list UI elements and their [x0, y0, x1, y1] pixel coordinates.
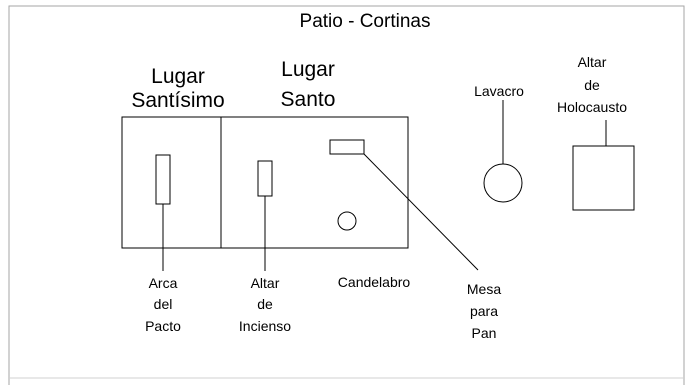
lampstand-shape: [337, 211, 357, 231]
incense-altar-label-line2: de: [257, 296, 273, 312]
court-title: Patio - Cortinas: [300, 11, 431, 32]
holy-label-line1: Lugar: [281, 58, 335, 81]
burnt-altar-shape: [572, 145, 635, 211]
lampstand-label: Candelabro: [338, 274, 411, 290]
burnt-altar-label-line3: Holocausto: [557, 99, 627, 115]
court-frame: [8, 5, 685, 385]
incense-altar-shape: [257, 160, 273, 197]
incense-altar-label-line3: Incienso: [239, 318, 291, 334]
ark-shape: [155, 154, 171, 205]
holiest-label-line1: Lugar: [151, 65, 205, 88]
bread-table-label-line1: Mesa: [467, 281, 501, 297]
bread-table-leader: [363, 153, 479, 271]
burnt-altar-label-line1: Altar: [578, 54, 607, 70]
laver-label: Lavacro: [474, 83, 524, 99]
ark-label-line3: Pacto: [145, 318, 181, 334]
holiest-label-line2: Santísimo: [131, 89, 224, 112]
bread-table-label-line2: para: [470, 303, 498, 319]
ark-label-line2: del: [154, 296, 173, 312]
laver-shape: [483, 163, 523, 203]
ark-label-line1: Arca: [149, 275, 178, 291]
bread-table-label-line3: Pan: [472, 325, 497, 341]
holy-label-line2: Santo: [281, 88, 336, 111]
incense-altar-label-line1: Altar: [251, 275, 280, 291]
bread-table-shape: [329, 139, 365, 155]
burnt-altar-label-line2: de: [584, 77, 600, 93]
